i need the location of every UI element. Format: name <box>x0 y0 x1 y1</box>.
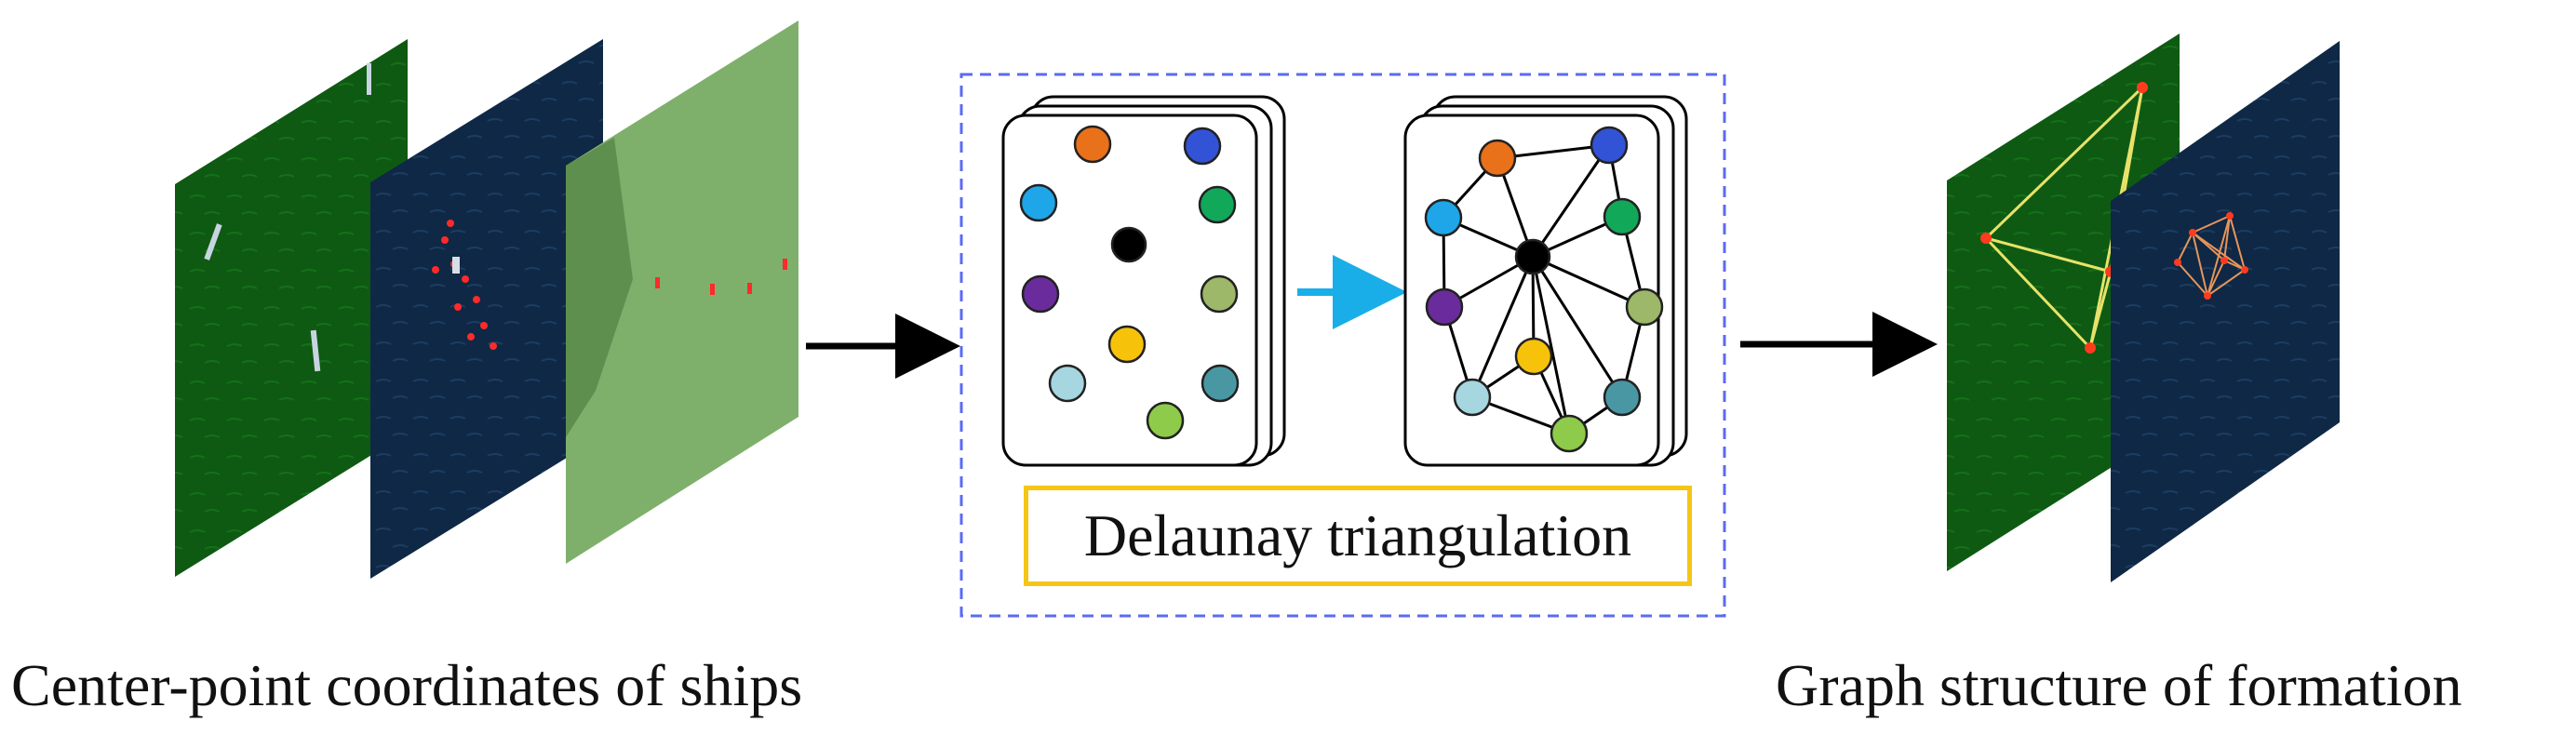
point-node-yellow <box>1107 325 1147 364</box>
graph-edge-center-teal <box>1531 256 1624 398</box>
graph-node-sky <box>1424 198 1463 237</box>
graph-node-center <box>1514 238 1551 275</box>
input-image-navy <box>370 39 603 579</box>
point-node-lime <box>1146 401 1185 440</box>
point-node-olive <box>1200 274 1239 314</box>
point-node-teal <box>1201 364 1240 403</box>
point-node-sky <box>1019 183 1058 222</box>
formation-nodes-navy <box>2174 212 2248 300</box>
scattered-points <box>1019 125 1240 440</box>
graph-node-teal <box>1603 378 1642 417</box>
shoreline <box>566 138 633 437</box>
graph-node-yellow <box>1514 337 1553 376</box>
point-node-green <box>1198 185 1237 224</box>
points-card-stack <box>1001 95 1286 467</box>
graph-edge-center-olive <box>1532 255 1645 309</box>
point-node-blue <box>1183 127 1222 166</box>
input-image-stack <box>175 20 798 579</box>
graph-edge-center-blue <box>1531 144 1611 258</box>
graph-node-olive <box>1625 287 1664 327</box>
graph-edge-center-lime <box>1531 256 1571 434</box>
graph-node-blue <box>1590 126 1629 165</box>
point-node-purple <box>1021 274 1060 314</box>
point-node-light-blue <box>1048 364 1087 403</box>
ship-markers-navy <box>432 220 497 350</box>
graph-node-lime <box>1550 414 1589 453</box>
graph-nodes <box>1424 126 1664 453</box>
graph-card-stack <box>1403 95 1688 467</box>
ship-markers-green <box>204 63 371 372</box>
graph-node-green <box>1603 197 1642 236</box>
point-node-center <box>1110 226 1147 263</box>
graph-node-light-blue <box>1453 378 1492 417</box>
output-image-stack <box>1947 33 2340 582</box>
ship-markers-light-green <box>655 259 787 295</box>
input-image-green <box>175 39 408 577</box>
graph-node-orange <box>1478 139 1517 178</box>
method-label: Delaunay triangulation <box>1024 486 1692 586</box>
input-image-light-green <box>566 20 798 564</box>
caption-right: Graph structure of formation <box>1776 652 2462 718</box>
point-node-orange <box>1073 125 1112 164</box>
method-dashed-box <box>959 73 1726 618</box>
graph-edge-center-light-blue <box>1470 256 1535 398</box>
caption-left: Center-point coordinates of ships <box>11 652 803 718</box>
graph-node-purple <box>1425 287 1464 327</box>
output-image-navy <box>2111 41 2340 582</box>
